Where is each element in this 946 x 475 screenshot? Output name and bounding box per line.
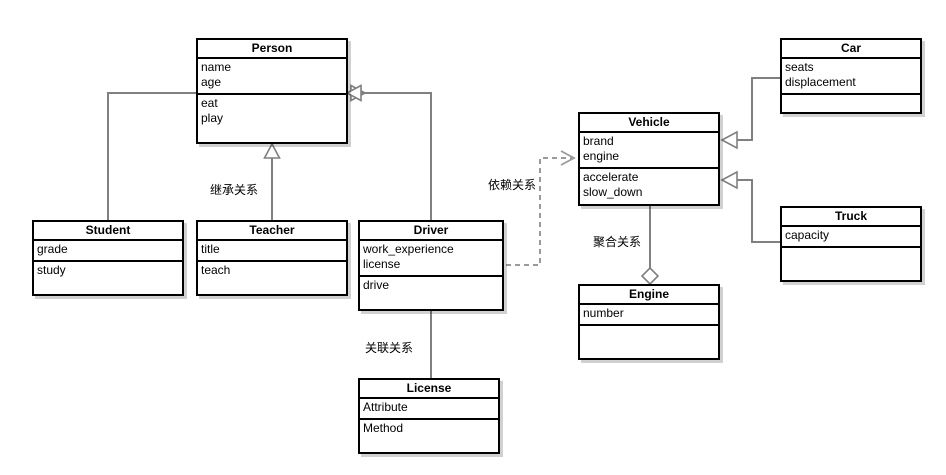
class-operations-engine	[580, 326, 718, 328]
class-name-driver: Driver	[360, 222, 502, 241]
class-box-student[interactable]: Student grade study	[32, 220, 184, 296]
edge-driver-person[interactable]	[345, 84, 432, 221]
attribute-row: engine	[583, 149, 620, 163]
attribute-row: displacement	[785, 75, 856, 89]
class-attributes-license: Attribute	[360, 399, 498, 420]
class-name-student: Student	[34, 222, 182, 241]
class-attributes-truck: capacity	[782, 227, 920, 248]
attribute-row: license	[363, 257, 401, 271]
class-operations-truck	[782, 248, 920, 250]
edge-label-aggregation: 聚合关系	[591, 233, 644, 250]
edge-vehicle-engine[interactable]	[640, 206, 660, 286]
class-operations-person: eat play	[198, 95, 346, 127]
class-name-engine: Engine	[580, 286, 718, 305]
attribute-row: seats	[785, 60, 814, 74]
class-attributes-engine: number	[580, 305, 718, 326]
class-operations-vehicle: accelerate slow_down	[580, 169, 718, 201]
operation-row: play	[201, 111, 224, 125]
edge-label-association: 关联关系	[363, 339, 416, 356]
class-name-vehicle: Vehicle	[580, 114, 718, 133]
class-operations-license: Method	[360, 420, 498, 437]
edge-label-inheritance: 继承关系	[208, 181, 261, 198]
edge-teacher-person[interactable]	[263, 142, 281, 220]
hollow-triangle-marker	[720, 170, 738, 190]
open-arrow-marker	[560, 150, 576, 166]
attribute-row: brand	[583, 134, 614, 148]
class-box-truck[interactable]: Truck capacity	[780, 206, 922, 282]
class-attributes-person: name age	[198, 59, 346, 95]
edge-truck-vehicle[interactable]	[720, 170, 780, 243]
class-attributes-teacher: title	[198, 241, 346, 262]
class-attributes-driver: work_experience license	[360, 241, 502, 277]
class-box-driver[interactable]: Driver work_experience license drive	[358, 220, 504, 311]
attribute-row: grade	[37, 242, 68, 256]
edge-label-dependency: 依赖关系	[486, 176, 539, 193]
class-name-person: Person	[198, 40, 346, 59]
class-operations-car	[782, 95, 920, 97]
class-box-license[interactable]: License Attribute Method	[358, 378, 500, 454]
edge-car-vehicle[interactable]	[720, 77, 780, 150]
edge-driver-vehicle[interactable]	[506, 150, 576, 266]
class-attributes-vehicle: brand engine	[580, 133, 718, 169]
hollow-triangle-marker	[263, 142, 281, 159]
operation-row: drive	[363, 278, 390, 292]
operation-row: accelerate	[583, 170, 639, 184]
attribute-row: name	[201, 60, 232, 74]
class-attributes-student: grade	[34, 241, 182, 262]
class-name-truck: Truck	[782, 208, 920, 227]
class-operations-student: study	[34, 262, 182, 279]
class-operations-teacher: teach	[198, 262, 346, 279]
operation-row: slow_down	[583, 185, 643, 199]
operation-row: eat	[201, 96, 218, 110]
hollow-diamond-marker	[640, 266, 660, 286]
attribute-row: title	[201, 242, 220, 256]
operation-row: Method	[363, 421, 404, 435]
hollow-triangle-marker	[720, 130, 738, 150]
operation-row: study	[37, 263, 66, 277]
class-box-person[interactable]: Person name age eat play	[196, 38, 348, 144]
attribute-row: work_experience	[363, 242, 454, 256]
class-name-car: Car	[782, 40, 920, 59]
class-name-license: License	[360, 380, 498, 399]
attribute-row: age	[201, 75, 222, 89]
class-box-vehicle[interactable]: Vehicle brand engine accelerate slow_dow…	[578, 112, 720, 206]
class-attributes-car: seats displacement	[782, 59, 920, 95]
class-box-engine[interactable]: Engine number	[578, 284, 720, 360]
attribute-row: Attribute	[363, 400, 408, 414]
operation-row: teach	[201, 263, 231, 277]
class-operations-driver: drive	[360, 277, 502, 294]
class-name-teacher: Teacher	[198, 222, 346, 241]
attribute-row: capacity	[785, 228, 830, 242]
class-box-teacher[interactable]: Teacher title teach	[196, 220, 348, 296]
attribute-row: number	[583, 306, 624, 320]
hollow-triangle-marker	[345, 84, 362, 102]
class-box-car[interactable]: Car seats displacement	[780, 38, 922, 114]
